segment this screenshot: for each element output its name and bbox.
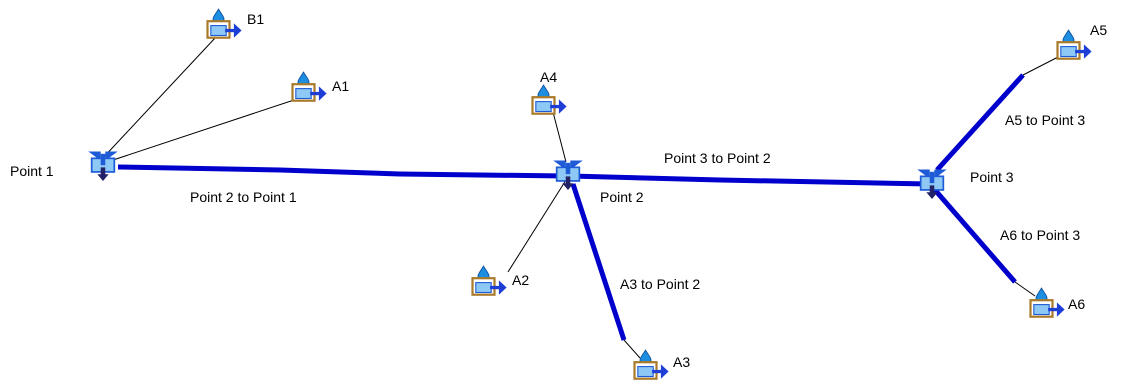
water-source-icon [471, 265, 508, 296]
source-a1[interactable]: A1 [291, 71, 350, 102]
source-label-a3: A3 [673, 354, 690, 370]
connector-b1-point1[interactable] [100, 36, 217, 161]
source-a4[interactable]: A4 [531, 69, 568, 115]
source-label-a6: A6 [1068, 296, 1085, 312]
junction-point3[interactable]: Point 3 [916, 168, 1014, 199]
junction-label-point3: Point 3 [970, 169, 1014, 185]
connector-a1-point1[interactable] [106, 97, 301, 163]
connector-a2-point2[interactable] [507, 179, 567, 273]
water-source-icon [1056, 29, 1093, 60]
link-a6-stub [1014, 281, 1036, 297]
junction-icon [916, 168, 948, 199]
source-b1[interactable]: B1 [206, 8, 265, 39]
junction-icon [87, 150, 119, 181]
flow-links [117, 54, 1063, 359]
link-a6-to-point3[interactable] [933, 188, 1017, 284]
source-label-a2: A2 [512, 272, 529, 288]
junction-point2[interactable]: Point 2 [552, 159, 644, 205]
source-a6[interactable]: A6 [1029, 287, 1086, 318]
link-label-point3-to-point2: Point 3 to Point 2 [664, 150, 771, 166]
source-a5[interactable]: A5 [1056, 22, 1108, 60]
link-point2-to-point1[interactable] [117, 164, 567, 179]
link-a5-to-point3[interactable] [935, 73, 1025, 172]
link-labels: Point 2 to Point 1 Point 3 to Point 2 A3… [190, 112, 1085, 292]
junction-icon [552, 159, 584, 190]
water-source-icon [531, 84, 568, 115]
source-label-b1: B1 [247, 11, 264, 27]
source-a2[interactable]: A2 [471, 265, 530, 296]
thin-connectors [100, 36, 567, 273]
junction-label-point1: Point 1 [10, 163, 54, 179]
link-label-a3-to-point2: A3 to Point 2 [620, 276, 700, 292]
connector-a4-point2[interactable] [552, 111, 567, 163]
water-source-icon [633, 349, 670, 380]
source-label-a4: A4 [540, 69, 557, 85]
link-a3-stub [623, 339, 641, 359]
source-a3[interactable]: A3 [633, 349, 691, 380]
link-label-a6-to-point3: A6 to Point 3 [1000, 227, 1080, 243]
water-source-icon [1029, 287, 1066, 318]
water-source-icon [291, 71, 328, 102]
link-label-point2-to-point1: Point 2 to Point 1 [190, 189, 297, 205]
source-label-a5: A5 [1090, 22, 1107, 38]
source-label-a1: A1 [332, 78, 349, 94]
water-source-icon [206, 8, 243, 39]
link-a5-stub [1022, 54, 1063, 76]
junction-point1[interactable]: Point 1 [10, 150, 119, 181]
link-point3-to-point2[interactable] [569, 173, 931, 187]
junction-label-point2: Point 2 [600, 189, 644, 205]
link-a3-to-point2[interactable] [570, 183, 627, 341]
link-label-a5-to-point3: A5 to Point 3 [1005, 112, 1085, 128]
